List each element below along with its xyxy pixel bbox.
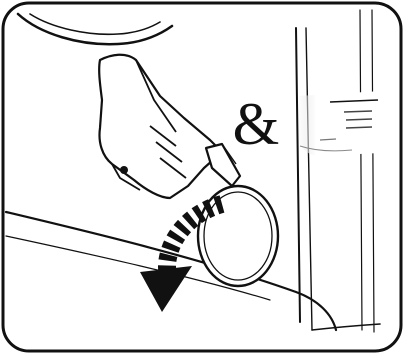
illustration-frame	[3, 3, 401, 351]
control-panel-icon	[298, 90, 398, 156]
filter-flap-icon	[198, 186, 278, 286]
connector-symbol: &	[226, 92, 286, 156]
